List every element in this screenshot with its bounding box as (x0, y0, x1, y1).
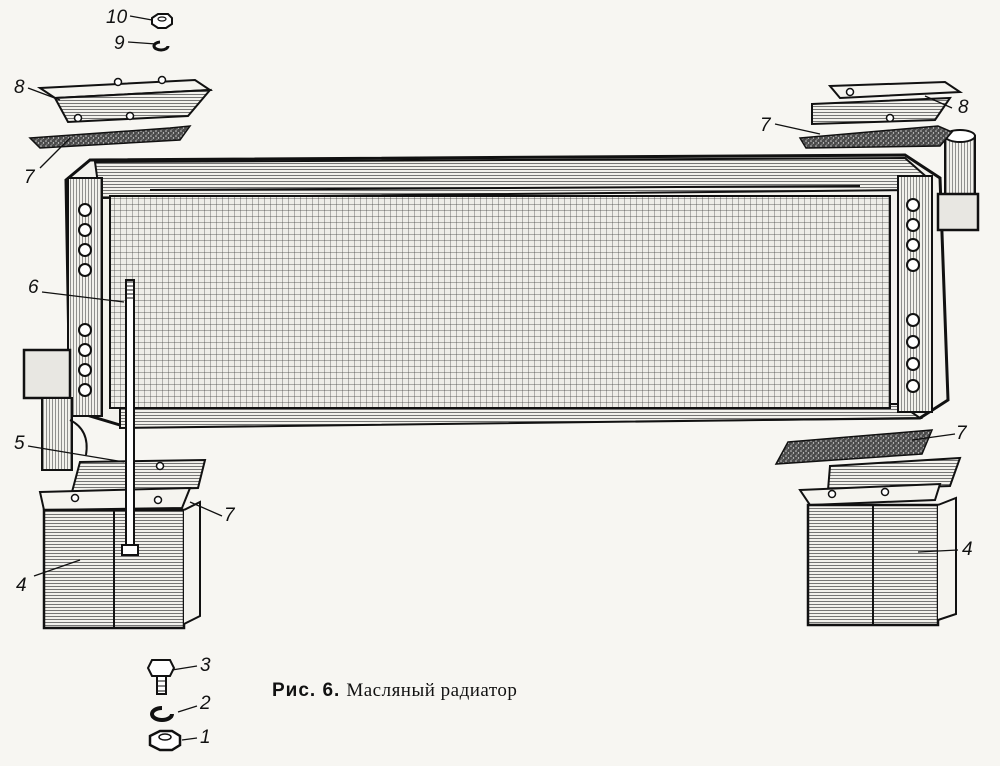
bolt-3 (146, 659, 176, 695)
callout-7-upper-right: 7 (760, 115, 771, 136)
callout-9: 9 (114, 33, 125, 54)
callout-7-upper-left: 7 (24, 167, 35, 188)
callout-5: 5 (14, 433, 25, 454)
callout-10: 10 (106, 7, 128, 28)
tie-bolt (121, 279, 139, 556)
callout-2: 2 (200, 693, 211, 714)
radiator-core (64, 153, 950, 430)
washer-9 (152, 40, 170, 52)
nut-10 (151, 13, 173, 29)
callout-7-lower-right: 7 (956, 423, 967, 444)
felt-pad-7-upper-left (28, 125, 192, 149)
caption-title: Масляный радиатор (346, 680, 518, 701)
spring-washer-2 (150, 706, 174, 722)
leader-lines (27, 15, 959, 741)
inlet-fitting (936, 129, 980, 232)
outlet-fitting (22, 348, 88, 471)
callout-4-left: 4 (16, 575, 27, 596)
right-side-plate (897, 175, 933, 413)
callout-8-right: 8 (958, 97, 969, 118)
caption-prefix: Рис. 6. (272, 680, 341, 701)
callout-7-lower-left: 7 (224, 505, 235, 526)
nut-1 (148, 729, 182, 752)
bracket-left (38, 458, 207, 512)
clamp-8-right (811, 80, 964, 126)
felt-pad-7-upper-right (798, 125, 954, 149)
left-rivets (78, 203, 92, 397)
felt-pad-7-lower-right (774, 429, 934, 465)
support-4-right (806, 496, 957, 627)
callout-4-right: 4 (962, 539, 973, 560)
callout-1: 1 (200, 727, 211, 748)
callout-8-left: 8 (14, 77, 25, 98)
support-4-left (42, 500, 201, 630)
figure-caption: Рис. 6.Масляный радиатор (272, 680, 517, 702)
bracket-right (798, 456, 962, 507)
callout-6: 6 (28, 277, 39, 298)
right-rivets (906, 198, 920, 393)
callout-3: 3 (200, 655, 211, 676)
clamp-8-left (36, 75, 214, 124)
